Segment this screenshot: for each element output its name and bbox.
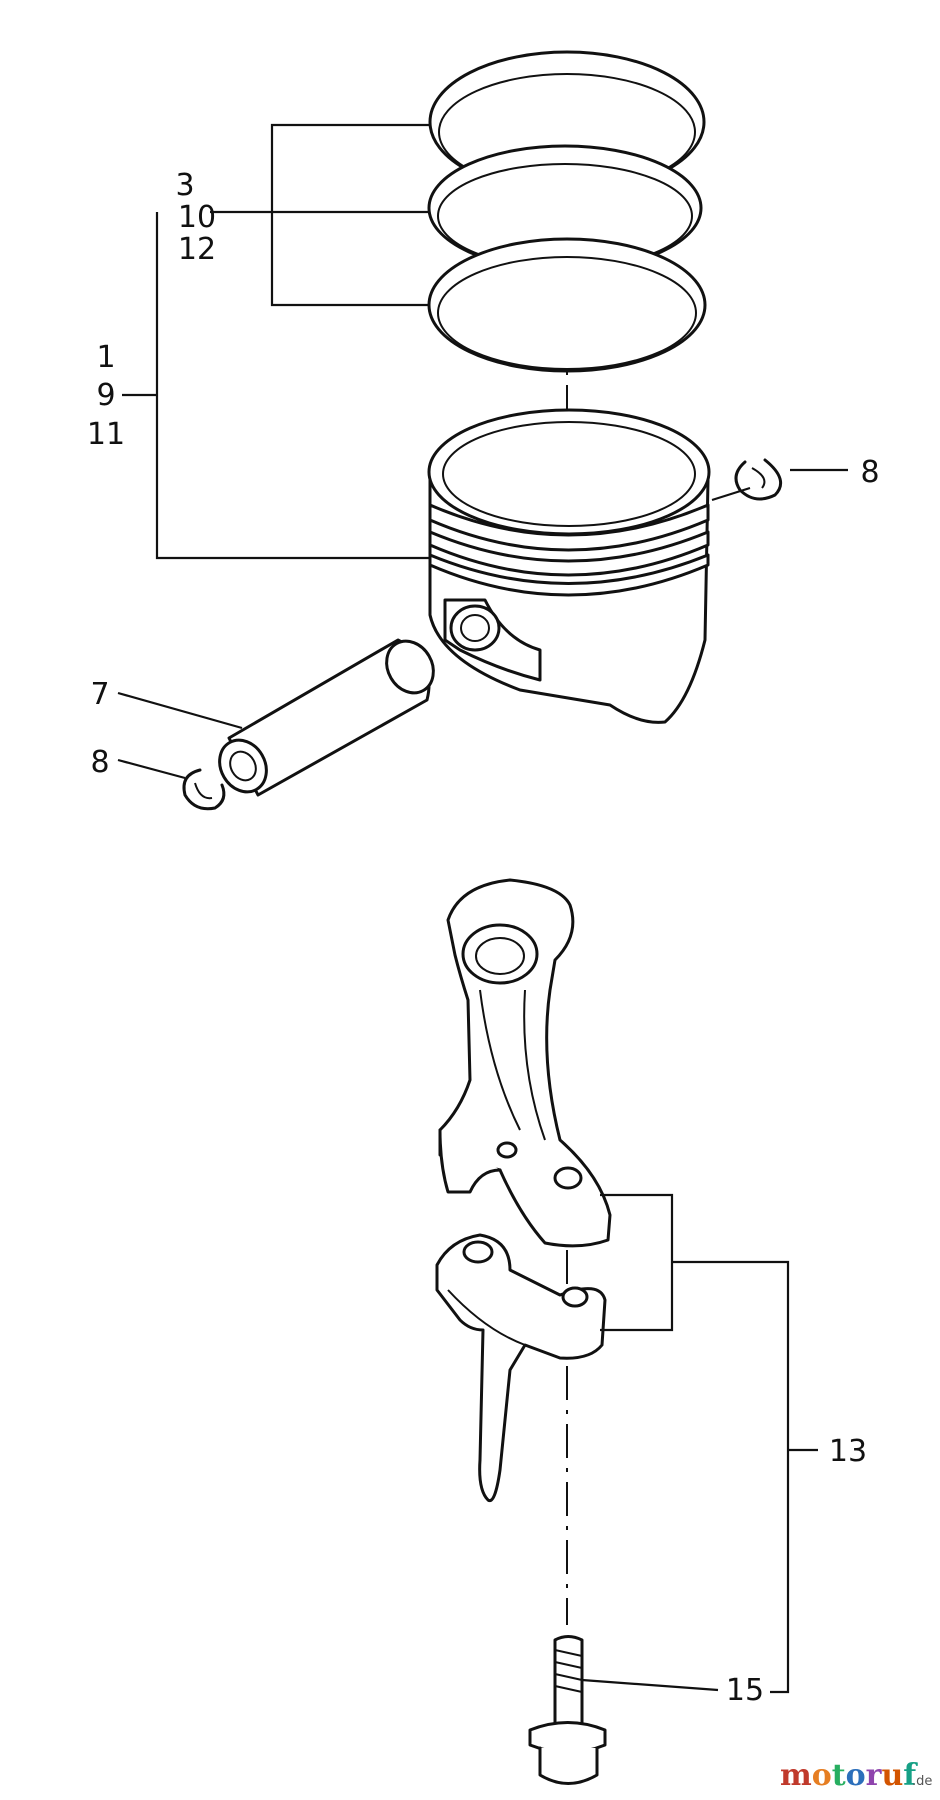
- leader-lines: [117, 123, 848, 1694]
- watermark-letter: o: [812, 1758, 832, 1793]
- watermark-suffix: .de: [912, 1774, 932, 1789]
- watermark-logo: motoruf .de: [780, 1758, 932, 1793]
- callout-piston-a: 1: [96, 340, 115, 375]
- callout-rod-assembly: 13: [829, 1434, 867, 1469]
- callout-circlip-right: 8: [860, 455, 879, 490]
- callout-rings-a: 3: [175, 168, 194, 203]
- circlip-right: [734, 458, 783, 501]
- piston-rings: [427, 50, 707, 373]
- rod-bolt: [528, 1635, 607, 1785]
- connecting-rod-cap: [435, 1233, 607, 1503]
- callout-bolt: 15: [726, 1673, 764, 1708]
- callout-piston-c: 11: [87, 417, 125, 452]
- watermark-letter: f: [903, 1758, 918, 1793]
- watermark-letter: t: [832, 1758, 846, 1793]
- watermark-text: motoruf: [780, 1758, 918, 1793]
- callout-piston-b: 9: [96, 378, 115, 413]
- watermark-letter: r: [866, 1758, 883, 1793]
- circlip-left: [182, 768, 226, 811]
- watermark-letter: u: [881, 1758, 903, 1793]
- ring-bottom: [427, 237, 707, 373]
- watermark-letter: m: [780, 1758, 812, 1793]
- callout-piston-pin: 7: [90, 677, 109, 712]
- piston: [427, 408, 711, 724]
- piston-pin: [218, 638, 435, 797]
- callouts: 3 10 12 1 9 11 8 7 8 13 15: [87, 168, 880, 1708]
- callout-circlip-left: 8: [90, 745, 109, 780]
- callout-rings-b: 10: [178, 200, 216, 235]
- connecting-rod: [438, 878, 612, 1248]
- callout-rings-c: 12: [178, 232, 216, 267]
- watermark-letter: o: [846, 1758, 866, 1793]
